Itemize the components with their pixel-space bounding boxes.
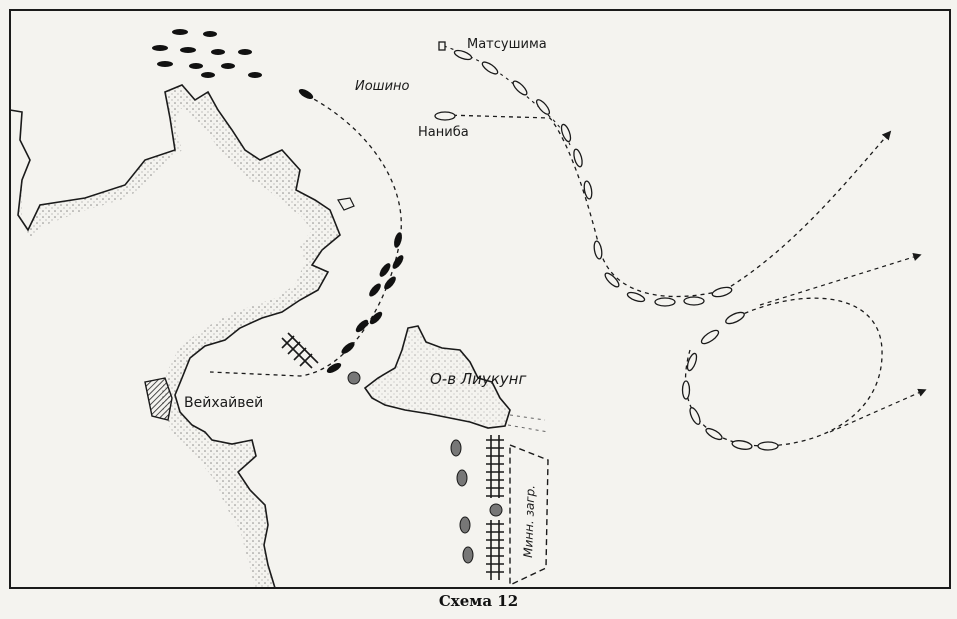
japanese-route-line-north — [443, 45, 571, 146]
japanese-route-line[interactable] — [444, 114, 892, 298]
japanese-ships — [434, 41, 779, 451]
label-matsushima: Матсушима — [467, 37, 547, 52]
boom-barrier-south — [486, 435, 504, 580]
map-frame — [9, 9, 951, 589]
chinese-ships-sortie — [298, 88, 404, 374]
map-caption: Схема 12 — [438, 592, 519, 610]
label-naniwa: Наниба — [418, 125, 469, 140]
label-minefield: Минн. загр. — [521, 485, 538, 558]
label-liukung-island: О-в Лиукунг — [430, 370, 526, 388]
chinese-ships-south — [347, 371, 503, 564]
liukung-island — [363, 325, 549, 433]
label-weihaiwei: Вейхайвей — [184, 395, 263, 411]
minefield-zone — [509, 443, 549, 587]
chinese-fleet-group — [152, 29, 262, 78]
chinese-route-line — [209, 91, 402, 377]
route-arrow-east-1 — [759, 252, 922, 306]
boom-barrier-north — [281, 332, 319, 369]
label-yoshino: Иошино — [355, 79, 410, 94]
route-arrow-east-2 — [829, 388, 927, 433]
mainland-coast — [9, 84, 355, 589]
weihaiwei-town-symbol — [144, 377, 173, 421]
japanese-loop-route — [684, 297, 883, 447]
